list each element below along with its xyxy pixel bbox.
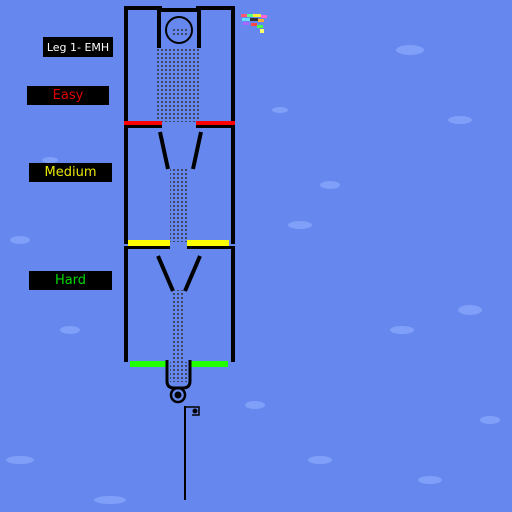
particles-launcher — [171, 29, 187, 37]
particles-medium — [170, 168, 188, 242]
hard-gate[interactable] — [130, 361, 228, 367]
finish-flag-icon[interactable] — [184, 406, 200, 500]
easy-gate[interactable] — [124, 121, 235, 128]
particles-cup — [170, 362, 188, 382]
particles-easy — [157, 48, 201, 122]
easy-chamber — [124, 6, 235, 126]
medium-gate[interactable] — [124, 240, 235, 249]
level-title: Leg 1- EMH — [43, 37, 113, 57]
pixel-logo-icon — [241, 14, 267, 33]
label-easy: Easy — [27, 86, 109, 105]
ball-launcher-icon[interactable] — [165, 16, 193, 44]
label-hard: Hard — [29, 271, 112, 290]
label-medium: Medium — [29, 163, 112, 182]
particles-hard — [172, 290, 184, 362]
medium-chamber — [124, 128, 235, 244]
target-ring-icon[interactable] — [169, 386, 187, 404]
hard-chamber — [124, 249, 235, 362]
clouds — [6, 45, 500, 504]
